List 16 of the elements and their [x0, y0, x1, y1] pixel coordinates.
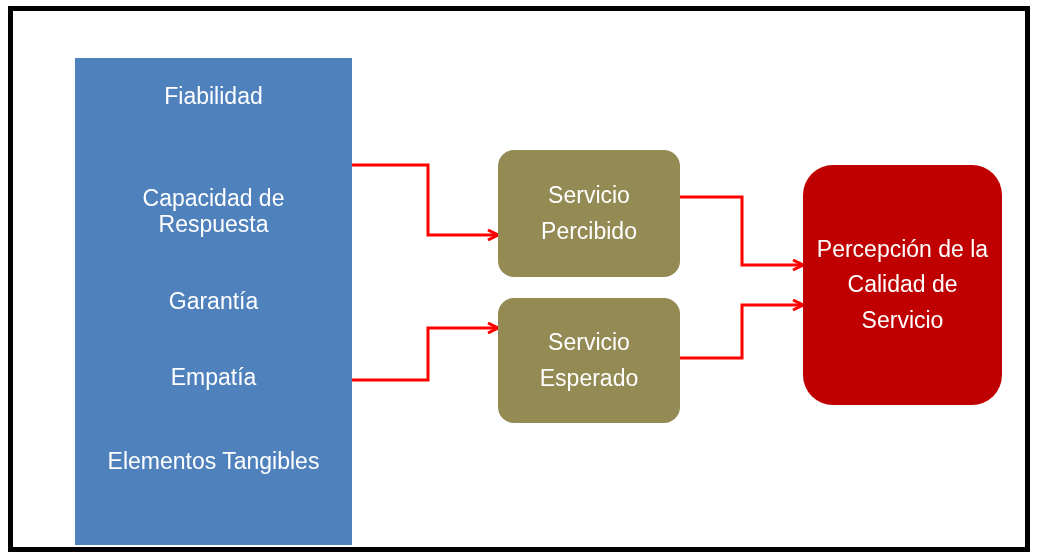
- factor-panel: [75, 58, 352, 545]
- factor-label: Elementos Tangibles: [106, 448, 321, 475]
- process-box: [498, 298, 680, 423]
- factor-label: Capacidad de Respuesta: [141, 185, 286, 238]
- box-label: Servicio Percibido: [540, 180, 638, 246]
- arrow: [680, 298, 805, 360]
- arrow: [680, 195, 805, 272]
- process-box: [498, 150, 680, 277]
- box-label: Servicio Esperado: [538, 327, 640, 393]
- arrow: [352, 321, 500, 382]
- arrow: [352, 163, 500, 242]
- result-box: [803, 165, 1002, 405]
- factor-label: Fiabilidad: [163, 83, 264, 110]
- factor-label: Garantía: [167, 288, 260, 315]
- factor-label: Empatía: [169, 364, 258, 391]
- box-label: Percepción de la Calidad de Servicio: [815, 234, 990, 335]
